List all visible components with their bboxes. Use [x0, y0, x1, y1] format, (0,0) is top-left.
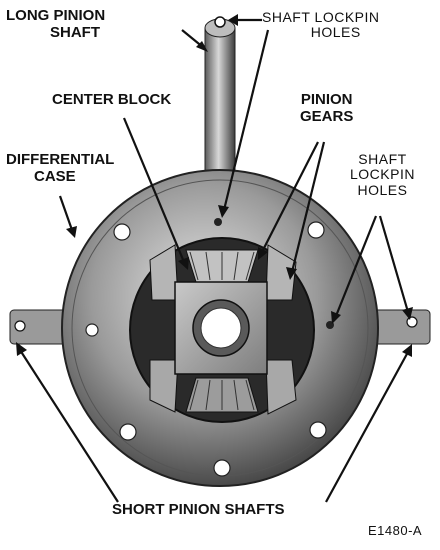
bolt-hole	[309, 421, 327, 439]
label-long-pinion-shaft-line2: SHAFT	[50, 23, 100, 41]
label-shaft-lockpin-holes-top-line2: HOLES	[310, 24, 361, 41]
label-long-pinion-shaft: LONG PINION SHAFT	[6, 7, 106, 41]
right-lockpin-hole	[406, 316, 418, 328]
case-lockpin-hole-top	[214, 218, 222, 226]
label-long-pinion-shaft-line1: LONG PINION	[6, 7, 106, 24]
label-center-block: CENTER BLOCK	[52, 91, 172, 108]
label-pinion-gears: PINION GEARS	[300, 91, 354, 125]
left-lockpin-hole	[14, 320, 26, 332]
bolt-hole	[119, 423, 137, 441]
bolt-hole	[113, 223, 131, 241]
leader-lines	[16, 14, 413, 503]
pinion-gears	[149, 244, 297, 415]
label-differential-case-line2: CASE	[34, 167, 76, 185]
label-pinion-gears-line2: GEARS	[300, 107, 354, 125]
label-differential-case: DIFFERENTIAL CASE	[6, 151, 115, 185]
short-pinion-shaft-right	[369, 309, 431, 345]
label-shaft-lockpin-holes-right-line3: HOLES	[357, 181, 408, 198]
label-shaft-lockpin-holes-right: SHAFT LOCKPIN HOLES	[350, 151, 415, 198]
bolt-hole	[307, 221, 325, 239]
label-pinion-gears-line1: PINION	[300, 91, 353, 108]
label-shaft-lockpin-holes-right-line2: LOCKPIN	[350, 166, 415, 183]
label-short-pinion-shafts: SHORT PINION SHAFTS	[112, 501, 285, 518]
label-shaft-lockpin-holes-top-line1: SHAFT LOCKPIN	[262, 9, 380, 25]
bolt-hole	[85, 323, 99, 337]
bolt-hole	[213, 459, 231, 477]
top-lockpin-hole	[214, 16, 226, 28]
label-shaft-lockpin-holes-top: SHAFT LOCKPIN HOLES	[262, 9, 380, 41]
figure-id: E1480-A	[368, 523, 423, 538]
label-differential-case-line1: DIFFERENTIAL	[6, 151, 115, 168]
label-shaft-lockpin-holes-right-line1: SHAFT	[358, 151, 407, 167]
center-block	[174, 281, 268, 375]
